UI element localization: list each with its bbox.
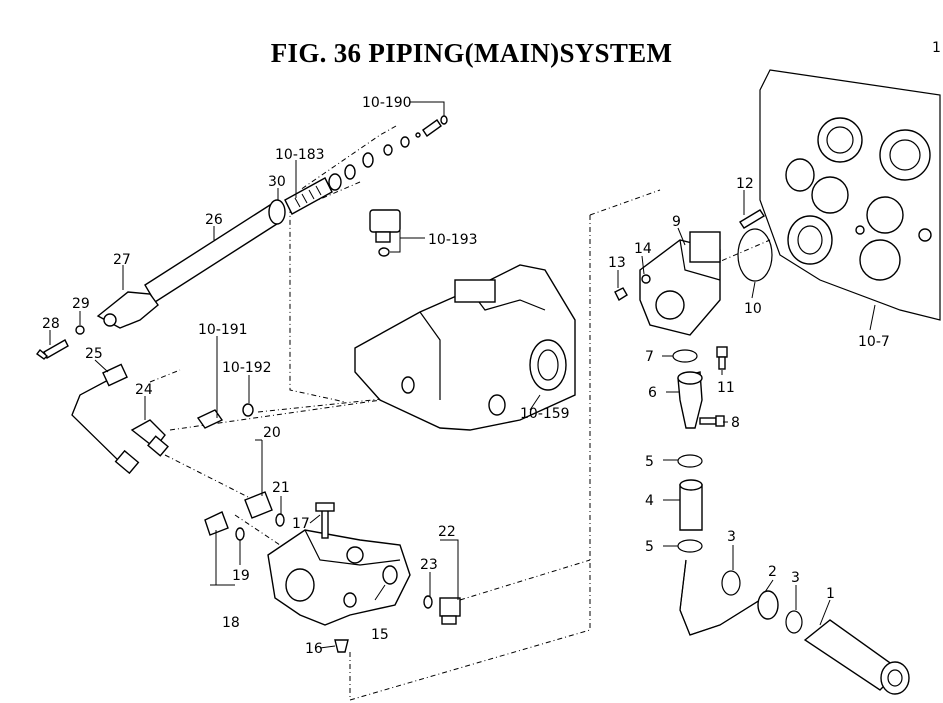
hydraulic-housing-10-159	[354, 264, 576, 431]
label-15: 15	[371, 627, 389, 643]
label-5-upper: 5	[645, 454, 654, 470]
leader-lines	[49, 101, 876, 649]
label-10-159: 10-159	[520, 406, 570, 422]
label-3-left: 3	[727, 529, 736, 545]
label-1: 1	[826, 586, 835, 602]
label-5-lower: 5	[645, 539, 654, 555]
label-10: 10	[744, 301, 762, 317]
figure-title: FIG. 36 PIPING(MAIN)SYSTEM	[270, 38, 673, 68]
label-10-191: 10-191	[198, 322, 248, 338]
label-20: 20	[263, 425, 281, 441]
control-shaft-assembly	[36, 115, 448, 360]
piping-lines	[71, 363, 254, 475]
gear-case-10-7	[759, 69, 941, 321]
hydraulic-pump-9	[614, 209, 773, 370]
label-26: 26	[205, 212, 223, 228]
label-12: 12	[736, 176, 754, 192]
label-2: 2	[768, 564, 777, 580]
label-16: 16	[305, 641, 323, 657]
label-22: 22	[438, 524, 456, 540]
label-7: 7	[645, 349, 654, 365]
label-10-7: 10-7	[858, 334, 890, 350]
label-23: 23	[420, 557, 438, 573]
label-10-192: 10-192	[222, 360, 272, 376]
label-10-193: 10-193	[428, 232, 478, 248]
label-19: 19	[232, 568, 250, 584]
label-8: 8	[731, 415, 740, 431]
label-9: 9	[672, 214, 681, 230]
label-10-183: 10-183	[275, 147, 325, 163]
label-4: 4	[645, 493, 654, 509]
label-28: 28	[42, 316, 60, 332]
label-11: 11	[717, 380, 735, 396]
label-3-right: 3	[791, 570, 800, 586]
label-29: 29	[72, 296, 90, 312]
corner-mark: 1	[932, 40, 941, 56]
label-25: 25	[85, 346, 103, 362]
label-6: 6	[648, 385, 657, 401]
label-13: 13	[608, 255, 626, 271]
suction-pipe-assembly	[677, 371, 910, 695]
label-24: 24	[135, 382, 153, 398]
fitting-10-193	[369, 209, 401, 257]
label-10-190: 10-190	[362, 95, 412, 111]
label-14: 14	[634, 241, 652, 257]
label-17: 17	[292, 516, 310, 532]
label-18: 18	[222, 615, 240, 631]
label-27: 27	[113, 252, 131, 268]
label-30: 30	[268, 174, 286, 190]
control-valve-15	[204, 491, 461, 653]
part-number-labels: 10-190 10-183 30 26 10-193 27 29 28 10-1…	[42, 40, 941, 657]
label-21: 21	[272, 480, 290, 496]
